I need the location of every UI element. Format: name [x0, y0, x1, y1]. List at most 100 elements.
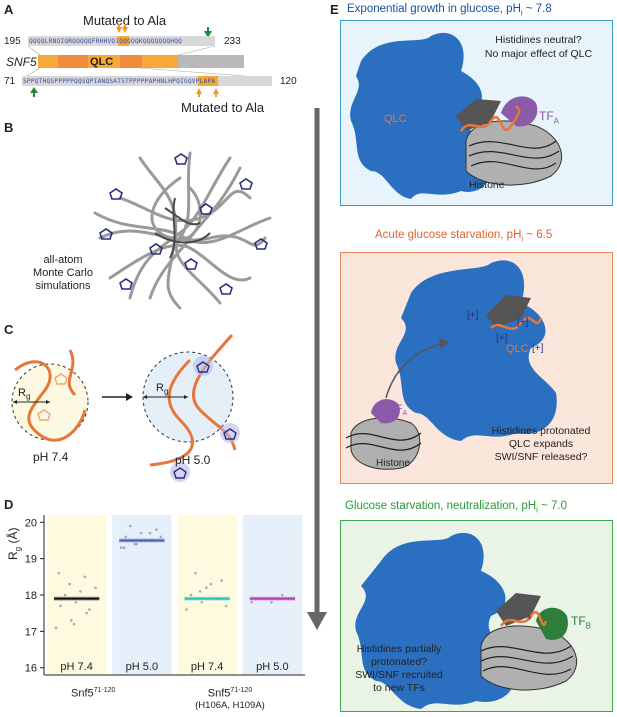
protein-name: SNF5: [6, 55, 37, 69]
box1-tf-label: TFA: [539, 109, 559, 125]
data-point: [79, 590, 82, 593]
data-point: [69, 619, 73, 622]
box3-note: Histidines partially protonated? SWI/SNF…: [349, 643, 449, 695]
box2-qlc-label: QLC: [506, 343, 529, 355]
rg-subscript: g: [25, 392, 31, 402]
title-suffix: ~ 7.8: [522, 3, 552, 15]
box3-illustration: [355, 532, 578, 709]
seq-top-end: 233: [224, 36, 241, 47]
simulation-caption: all-atom Monte Carlo simulations: [18, 254, 108, 293]
qlc-label: QLC: [90, 56, 114, 68]
box2-tf-label: TFA: [389, 403, 407, 417]
group-ph-label: pH 5.0: [256, 661, 288, 673]
box2-note: Histidines protonated QLC expands SWI/SN…: [476, 425, 606, 464]
group-main: Snf5: [207, 687, 231, 700]
qlc-subregion-2: [120, 55, 142, 68]
timeline-arrow: [307, 108, 327, 630]
note-line: No major effect of QLC: [484, 48, 593, 60]
arp-module: [496, 593, 541, 626]
data-point: [139, 531, 143, 535]
tf-sub: B: [585, 621, 592, 631]
data-point: [72, 622, 76, 626]
data-point: [68, 582, 71, 586]
box1-title: Exponential growth in glucose, pHi ~ 7.8: [347, 3, 552, 18]
box3-plus: +: [527, 613, 533, 623]
data-point: [189, 593, 193, 597]
data-point: [185, 608, 188, 611]
rg-label-right: Rg: [156, 382, 168, 396]
note-line: QLC expands: [508, 438, 574, 450]
data-point: [148, 531, 152, 535]
seq-bottom-hh-highlight: [198, 76, 218, 86]
tf-a: [371, 399, 400, 424]
qlc-strand: [490, 316, 543, 330]
data-point: [209, 582, 213, 586]
mutation-arrows-top: [116, 24, 128, 33]
y-axis-label: Rg (Å): [6, 527, 23, 560]
box2-title: Acute glucose starvation, pHi ~ 6.5: [375, 229, 553, 244]
box-neutralization: + TFB Histidines partially protonated? S…: [340, 520, 613, 712]
caption-line: Monte Carlo: [33, 267, 93, 279]
histone: [465, 120, 563, 186]
tf-b: [536, 607, 568, 640]
box2-plus-4: [+]: [532, 343, 544, 354]
box3-title: Glucose starvation, neutralization, pHi …: [345, 500, 568, 515]
arp-module: [456, 99, 501, 131]
group-label-2: Snf571-120(H106A, H109A): [180, 687, 280, 711]
tf-text: TF: [571, 614, 586, 628]
note-line: SWI/SNF recruited: [355, 669, 443, 681]
seq-top-hh-highlight: [118, 36, 129, 46]
data-point: [57, 571, 61, 575]
title-text: Acute glucose starvation, pH: [375, 229, 522, 241]
y-tick-label: 20: [25, 517, 37, 529]
data-point: [194, 571, 197, 575]
box-exponential-growth: Histidines neutral? No major effect of Q…: [340, 20, 613, 206]
swi-snf-complex: [350, 32, 492, 199]
rg-subscript: g: [163, 387, 169, 397]
data-point: [88, 608, 91, 611]
data-point: [280, 593, 284, 597]
box1-qlc-label: QLC: [384, 113, 407, 125]
group-main: Snf5: [71, 687, 94, 700]
arp-module: [486, 295, 531, 328]
data-point: [270, 600, 273, 604]
group-sup: 71-120: [230, 687, 253, 694]
qlc-subregion-1: [58, 55, 88, 68]
data-point: [200, 600, 204, 604]
group-ph-label: pH 7.4: [60, 661, 92, 673]
caption-line: simulations: [35, 280, 91, 292]
box3-tf-label: TFB: [571, 614, 591, 630]
data-point: [122, 546, 126, 550]
ph-right-label: pH 5.0: [175, 453, 211, 467]
group-ph-label: pH 7.4: [191, 661, 223, 673]
box2-plus-3: [+]: [517, 317, 529, 328]
data-point: [74, 600, 78, 604]
seq-bottom: SPPQTHQSPPPPPQQSQPIANQSATSTPPPPPAPHNLHPQ…: [23, 78, 216, 85]
swi-snf-complex: [355, 532, 517, 709]
tf-text: TF: [389, 403, 403, 415]
box1-illustration: [350, 32, 563, 199]
mutated-label-top: Mutated to Ala: [83, 13, 167, 28]
group-background: [112, 515, 172, 675]
panel-label-c: C: [4, 322, 14, 337]
y-tick-label: 16: [25, 663, 37, 675]
group-background: [177, 515, 237, 675]
green-arrow-top: [204, 27, 212, 38]
panel-label-d: D: [4, 497, 14, 512]
panel-a-graphic: [22, 24, 272, 97]
note-line: Histidines neutral?: [495, 34, 582, 46]
data-point: [59, 604, 62, 608]
box2-plus-2: [+]: [496, 333, 508, 344]
box1-histone-label: Histone: [469, 179, 505, 191]
note-line: SWI/SNF released?: [494, 451, 588, 463]
data-point: [54, 626, 58, 630]
release-arrow: [385, 342, 447, 399]
rg-label-left: Rg: [18, 387, 30, 401]
data-point: [250, 600, 254, 604]
rg-text: R: [18, 387, 26, 399]
box1-note: Histidines neutral? No major effect of Q…: [471, 33, 606, 61]
data-point: [205, 586, 208, 590]
mutated-label-bottom: Mutated to Ala: [181, 100, 265, 115]
seq-bottom-end: 120: [280, 76, 297, 87]
data-point: [85, 611, 88, 615]
